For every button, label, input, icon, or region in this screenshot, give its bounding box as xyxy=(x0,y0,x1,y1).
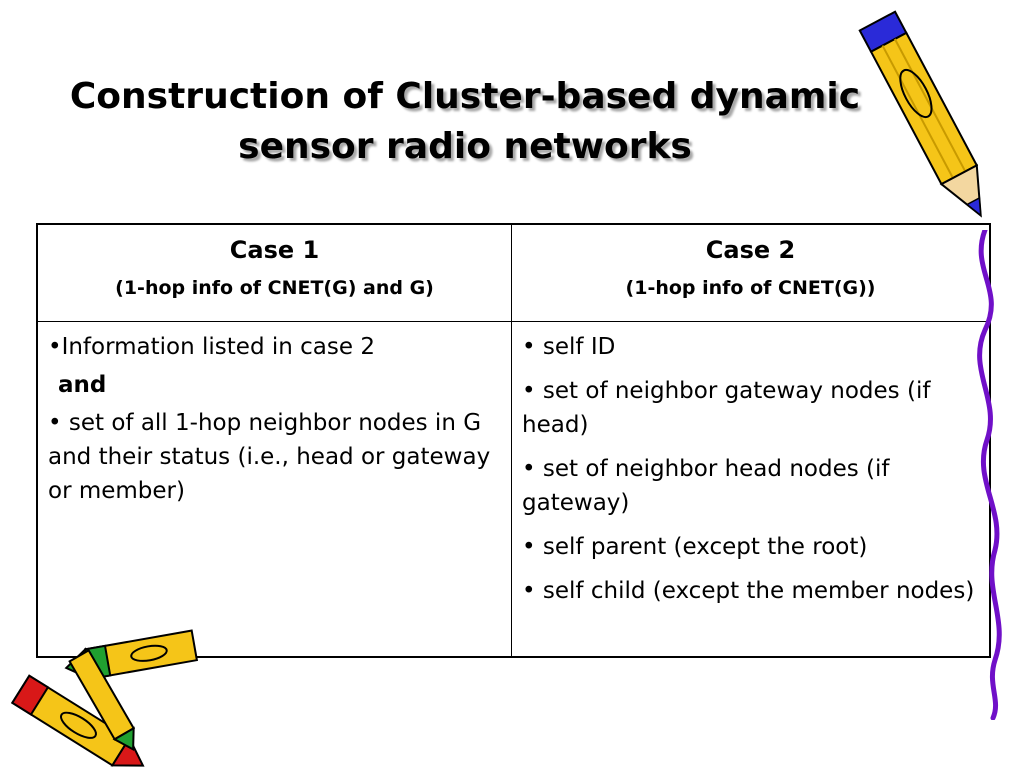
case2-subtitle: (1-hop info of CNET(G)) xyxy=(625,277,876,299)
comparison-table: Case 1 (1-hop info of CNET(G) and G) Cas… xyxy=(36,223,991,658)
case2-title: Case 2 xyxy=(705,236,796,264)
table-body-row: •Information listed in case 2 and • set … xyxy=(36,321,991,658)
case1-subtitle: (1-hop info of CNET(G) and G) xyxy=(115,277,434,299)
case1-title: Case 1 xyxy=(229,236,320,264)
title-accent-line-1: Cluster-based dynamic xyxy=(395,76,861,117)
case1-body: •Information listed in case 2 and • set … xyxy=(36,321,513,658)
case2-item: • self child (except the member nodes) xyxy=(522,578,975,604)
crayons-icon xyxy=(10,629,199,767)
title-line-1: Construction of Cluster-based dynamic xyxy=(0,72,930,122)
case1-item: •Information listed in case 2 xyxy=(48,334,375,360)
squiggle-line xyxy=(977,230,1002,720)
title-accent-line-2: sensor radio networks xyxy=(238,126,692,167)
case2-item: • self ID xyxy=(522,334,616,360)
case2-item: • set of neighbor head nodes (if gateway… xyxy=(522,456,890,516)
case1-header: Case 1 (1-hop info of CNET(G) and G) xyxy=(36,223,513,322)
case1-item: • set of all 1-hop neighbor nodes in G a… xyxy=(48,410,491,504)
slide-title: Construction of Cluster-based dynamic se… xyxy=(0,72,930,172)
case2-item: • self parent (except the root) xyxy=(522,534,868,560)
case2-header: Case 2 (1-hop info of CNET(G)) xyxy=(511,223,991,322)
case2-body: • self ID • set of neighbor gateway node… xyxy=(511,321,991,658)
pencil-icon xyxy=(858,10,982,218)
case1-and: and xyxy=(58,372,107,398)
case2-item: • set of neighbor gateway nodes (if head… xyxy=(522,378,931,438)
title-prefix: Construction of xyxy=(69,76,396,117)
table-header-row: Case 1 (1-hop info of CNET(G) and G) Cas… xyxy=(36,223,991,322)
